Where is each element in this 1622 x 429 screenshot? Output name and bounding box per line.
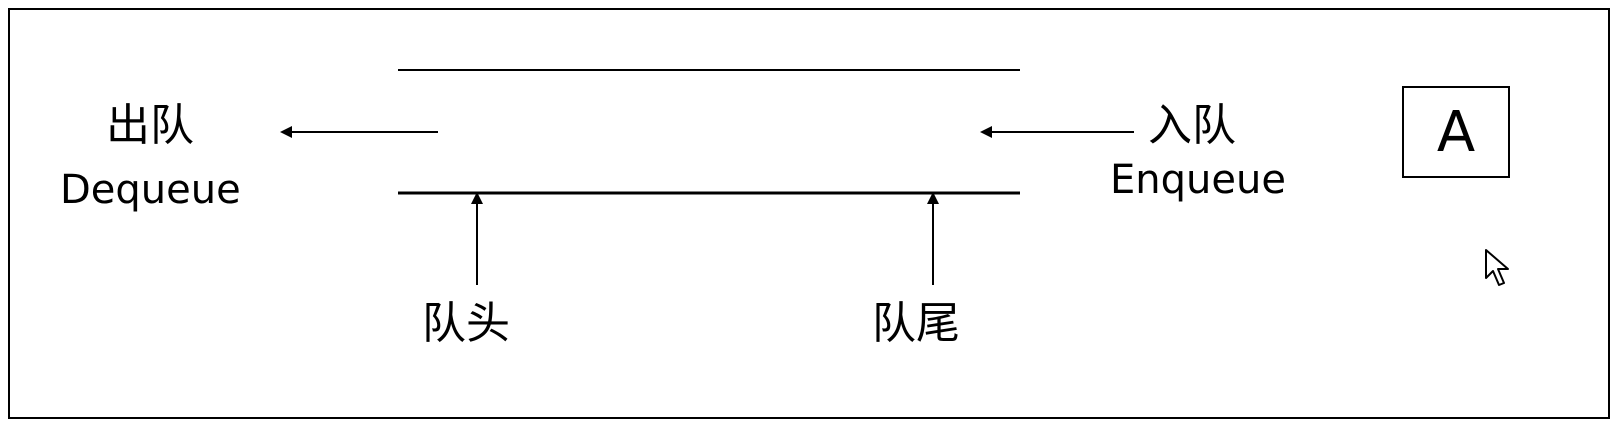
enqueue-label-en: Enqueue bbox=[1110, 157, 1286, 203]
enqueue-label-cn: 入队 bbox=[1148, 100, 1236, 151]
dequeue-label-en: Dequeue bbox=[60, 167, 241, 213]
mouse-pointer-icon bbox=[1485, 249, 1509, 286]
dequeue-label-cn: 出队 bbox=[106, 100, 194, 151]
queue-head-label: 队头 bbox=[422, 298, 510, 349]
queue-tail-label: 队尾 bbox=[872, 298, 960, 349]
diagram-frame bbox=[8, 8, 1610, 419]
element-a-box[interactable]: A bbox=[1402, 86, 1510, 178]
